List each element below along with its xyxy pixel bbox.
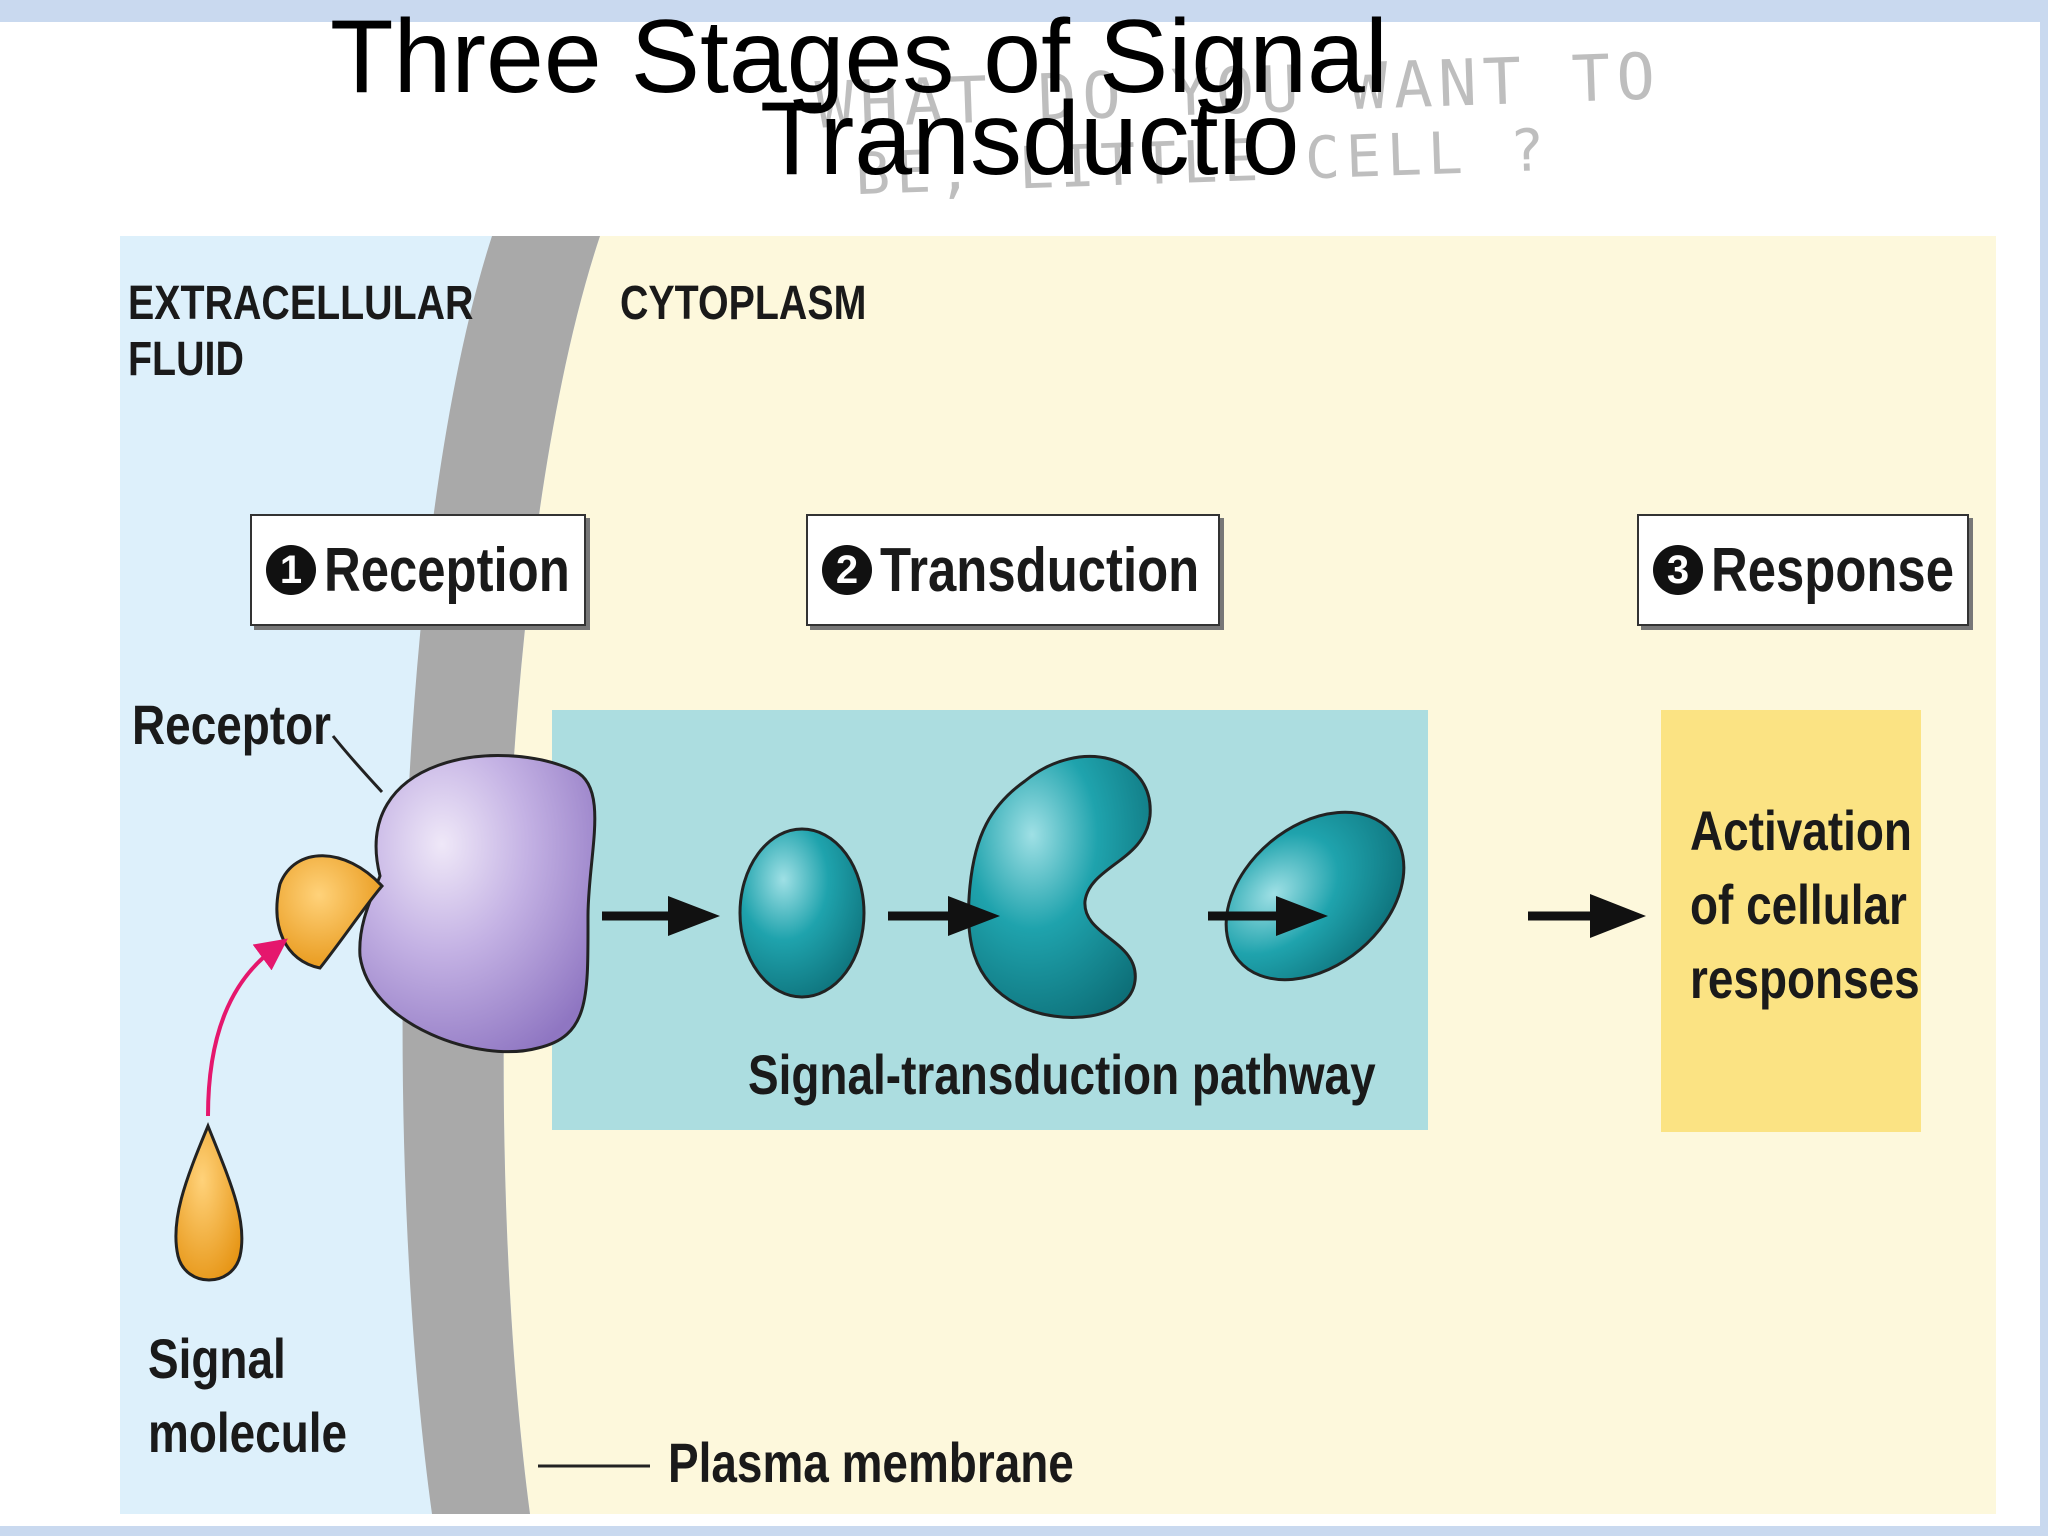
response-label: Activation of cellular responses xyxy=(1690,799,1920,1010)
signal-path-arrow xyxy=(206,938,288,1117)
stage-label-reception: Reception xyxy=(324,535,570,605)
stage-number-1: 1 xyxy=(266,545,316,595)
stage-transduction: 2 Transduction xyxy=(806,514,1220,626)
slide-top-border xyxy=(0,0,2048,22)
diagram-graphics xyxy=(120,236,1996,1514)
pathway-arrows xyxy=(602,894,1646,938)
receptor-pointer-line xyxy=(331,735,384,794)
receptor-protein xyxy=(358,754,597,1054)
stage-number-3: 3 xyxy=(1653,545,1703,595)
signal-molecule-label: Signal molecule xyxy=(148,1327,348,1464)
pathway-label: Signal-transduction pathway xyxy=(748,1043,1376,1106)
arrow-3-head xyxy=(1276,896,1328,936)
plasma-membrane-label: Plasma membrane xyxy=(668,1431,1074,1494)
response-box xyxy=(1661,710,1921,1132)
relay-protein-2 xyxy=(967,755,1152,1019)
free-signal-molecule xyxy=(174,1122,244,1282)
relay-protein-3 xyxy=(1224,810,1406,982)
slide-right-border xyxy=(2040,0,2048,1536)
arrow-1-head xyxy=(668,896,720,936)
stage-number-2: 2 xyxy=(822,545,872,595)
slide-title: Three Stages of Signal Transductio xyxy=(0,0,2048,197)
stage-reception: 1 Reception xyxy=(250,514,586,626)
extracellular-fluid-label: EXTRACELLULAR FLUID xyxy=(128,277,474,386)
arrow-4-head xyxy=(1590,894,1646,938)
stage-label-transduction: Transduction xyxy=(880,535,1200,605)
stage-response: 3 Response xyxy=(1637,514,1969,626)
slide-bottom-border xyxy=(0,1526,2048,1536)
signal-transduction-diagram: EXTRACELLULAR FLUID CYTOPLASM 1 Receptio… xyxy=(120,236,1996,1514)
cytoplasm-label: CYTOPLASM xyxy=(620,277,867,330)
relay-protein-1 xyxy=(738,827,866,999)
stage-label-response: Response xyxy=(1711,535,1954,605)
slide-title-line-2: Transductio xyxy=(760,81,1300,197)
arrow-2-head xyxy=(948,896,1000,936)
receptor-label: Receptor xyxy=(132,693,332,756)
slide-title-line-1: Three Stages of Signal xyxy=(330,0,1388,115)
